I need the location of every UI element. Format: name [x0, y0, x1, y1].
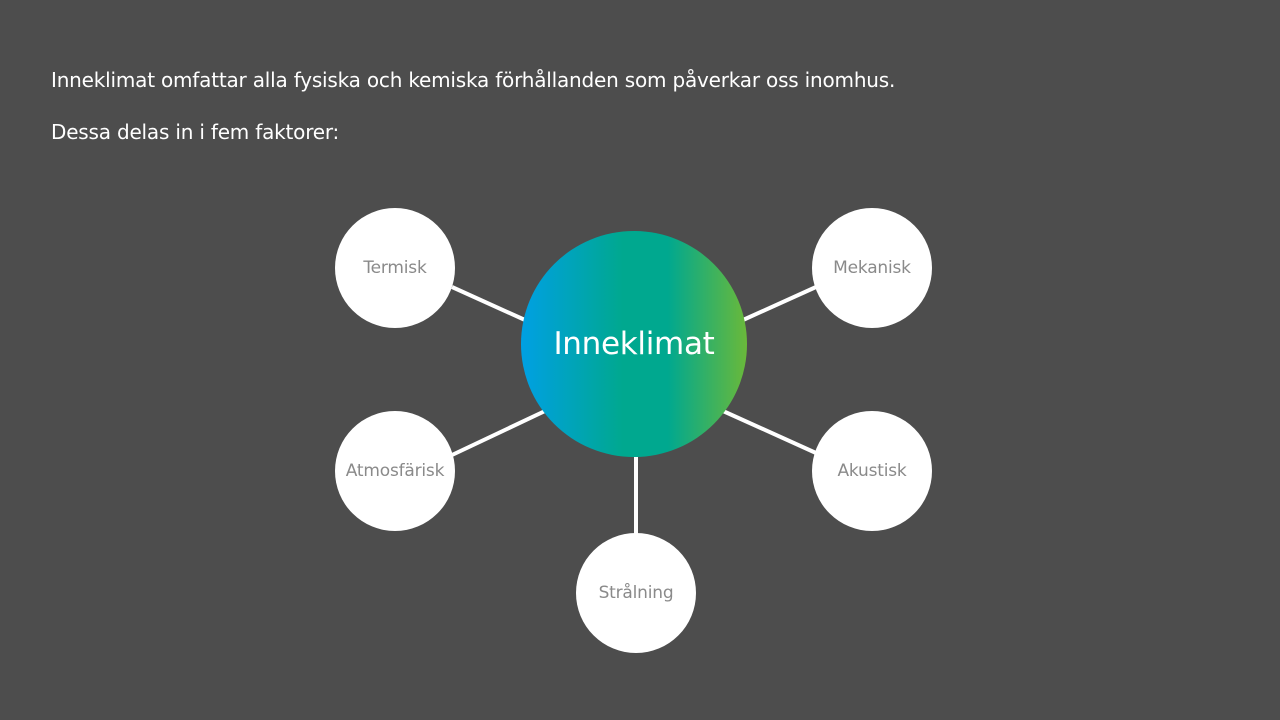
factor-label-mekanisk: Mekanisk: [833, 258, 911, 278]
factor-label-termisk: Termisk: [363, 258, 427, 278]
factor-node-akustisk: Akustisk: [812, 411, 932, 531]
connector-akustisk: [722, 409, 817, 455]
center-node-label: Inneklimat: [553, 326, 715, 362]
factor-node-termisk: Termisk: [335, 208, 455, 328]
connector-termisk: [451, 285, 526, 322]
center-node-inneklimat: Inneklimat: [521, 231, 747, 457]
factor-node-stralning: Strålning: [576, 533, 696, 653]
connector-atmosfarisk: [451, 409, 546, 457]
factor-node-atmosfarisk: Atmosfärisk: [335, 411, 455, 531]
factor-node-mekanisk: Mekanisk: [812, 208, 932, 328]
factor-label-stralning: Strålning: [598, 583, 674, 603]
factor-label-atmosfarisk: Atmosfärisk: [345, 461, 445, 481]
factor-label-akustisk: Akustisk: [837, 461, 907, 481]
intro-text-line-2: Dessa delas in i fem faktorer:: [51, 120, 340, 144]
connector-mekanisk: [742, 285, 817, 322]
intro-text-line-1: Inneklimat omfattar alla fysiska och kem…: [51, 68, 896, 92]
